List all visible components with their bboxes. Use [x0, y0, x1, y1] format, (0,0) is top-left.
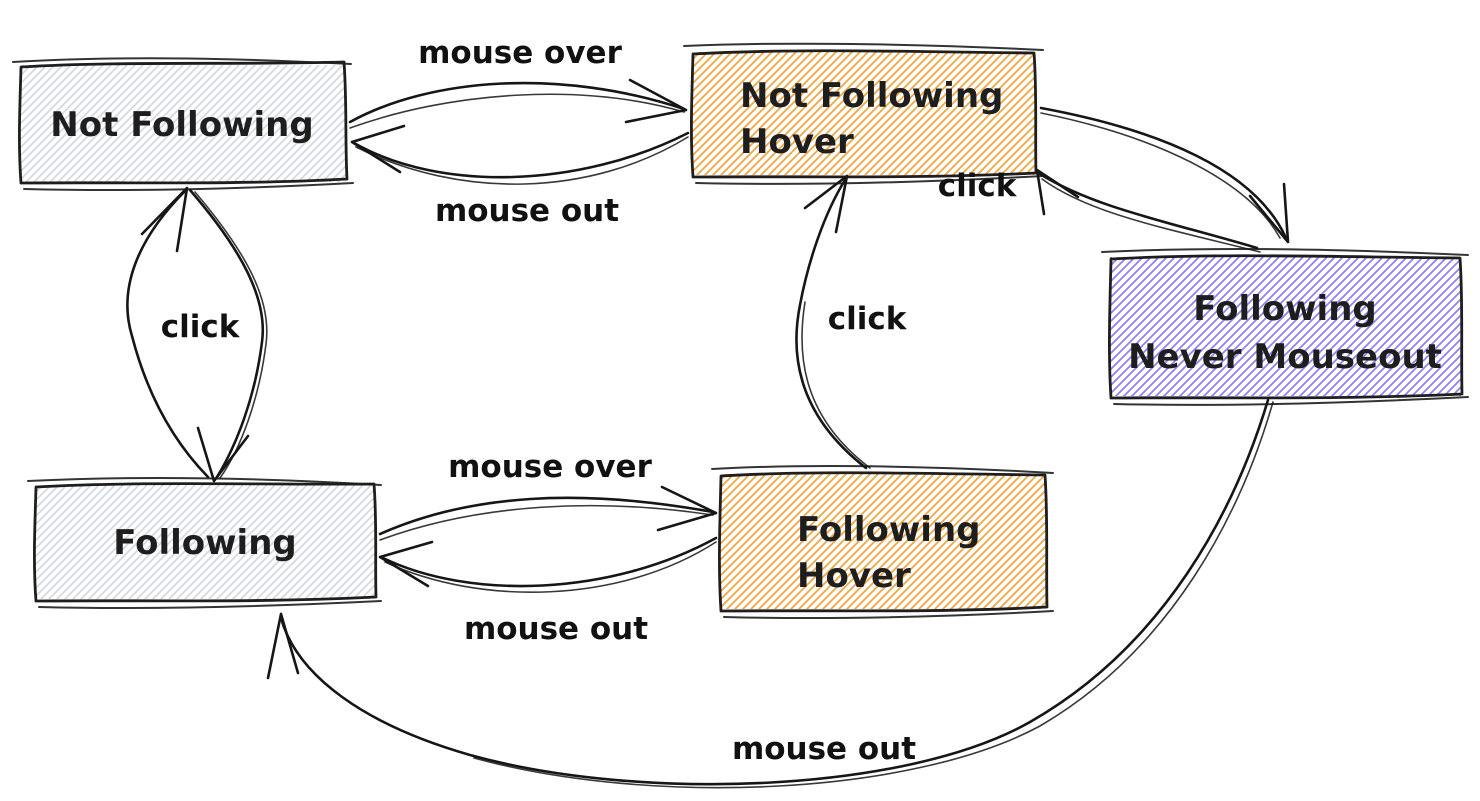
edge-mouse-over-bottom-line2 [379, 504, 714, 541]
edge-click-left: click [126, 186, 268, 483]
node-following: Following [27, 477, 382, 610]
edge-mouse-over-top-line2 [349, 93, 685, 129]
node-not-following-sketch [12, 57, 354, 192]
node-following-never-mouseout-border [1108, 254, 1464, 400]
node-not-following-hover-label-line2: Hover [740, 122, 854, 162]
edge-mouse-out-long-label: mouse out [732, 731, 916, 767]
node-following-hover-fill [720, 474, 1046, 609]
edge-click-middle-line2 [801, 301, 871, 469]
edge-mouse-out-top-line2 [355, 136, 689, 185]
edge-mouse-out-top: mouse out [350, 124, 690, 229]
node-not-following-border [18, 60, 349, 185]
edge-click-left-down-line2 [194, 191, 268, 479]
arrowhead [140, 186, 189, 253]
edge-mouse-over-bottom-label: mouse over [448, 449, 652, 485]
edge-mouse-out-bottom-line [381, 536, 718, 588]
edge-mouse-out-bottom-label: mouse out [464, 611, 648, 647]
edge-mouse-over-bottom: mouse over [378, 449, 718, 541]
edge-click-right-line [1039, 106, 1288, 240]
edge-mouse-out-long-line [279, 398, 1270, 786]
edge-mouse-over-bottom-line [378, 496, 715, 536]
arrowhead [624, 78, 688, 124]
node-not-following-hover-sketch [683, 42, 1044, 185]
node-not-following: Not Following [12, 57, 354, 192]
edge-click-right-return-line2 [1041, 178, 1261, 253]
edge-click-right-line2 [1040, 112, 1281, 239]
arrowhead [1248, 182, 1290, 244]
node-following-fill [35, 485, 375, 599]
edge-mouse-out-top-label: mouse out [435, 193, 619, 229]
edge-click-middle-label: click [828, 301, 908, 337]
edge-mouse-out-bottom-line2 [384, 541, 717, 593]
edge-mouse-out-long: mouse out [266, 398, 1274, 789]
edge-click-middle: click [795, 174, 908, 470]
arrowhead [656, 485, 718, 532]
node-not-following-hover-fill [692, 52, 1035, 175]
edge-click-right-label: click [938, 168, 1018, 204]
node-following-hover: Following Hover [711, 465, 1054, 620]
node-following-label: Following [113, 523, 296, 563]
edge-click-left-down-line [188, 188, 265, 479]
node-not-following-label: Not Following [50, 105, 313, 145]
node-following-never-mouseout-label-line2: Never Mouseout [1128, 337, 1442, 377]
arrowhead [350, 124, 406, 174]
node-following-never-mouseout-sketch [1101, 247, 1469, 406]
arrowhead [1035, 168, 1080, 216]
node-following-never-mouseout-fill [1110, 257, 1461, 396]
arrowhead [378, 540, 434, 588]
edge-click-right-return-line [1038, 172, 1259, 250]
node-not-following-hover-border [690, 49, 1038, 179]
edge-mouse-out-long-line2 [473, 401, 1274, 789]
node-following-hover-sketch [711, 465, 1054, 620]
node-following-hover-border [718, 471, 1049, 613]
edge-mouse-over-top-label: mouse over [418, 35, 622, 71]
node-not-following-fill [20, 65, 346, 182]
arrowhead [196, 426, 250, 483]
edge-mouse-over-top-line [348, 81, 686, 124]
edge-click-middle-line [795, 178, 868, 470]
node-not-following-hover-label-line1: Not Following [740, 76, 1003, 116]
node-not-following-hover: Not Following Hover [683, 42, 1044, 185]
edge-click-right: click [938, 106, 1290, 253]
edge-mouse-out-top-line [352, 131, 690, 179]
node-following-border [33, 482, 378, 603]
node-following-hover-label-line2: Hover [797, 556, 911, 596]
edge-mouse-out-bottom: mouse out [378, 536, 718, 647]
arrowhead [266, 612, 300, 680]
edge-click-left-label: click [161, 309, 241, 345]
node-following-never-mouseout: Following Never Mouseout [1101, 247, 1469, 406]
edge-click-left-up-line [126, 188, 210, 479]
arrowhead [803, 174, 849, 234]
node-following-never-mouseout-label-line1: Following [1193, 289, 1376, 329]
node-following-hover-label-line1: Following [797, 510, 980, 550]
edge-mouse-over-top: mouse over [348, 35, 688, 129]
